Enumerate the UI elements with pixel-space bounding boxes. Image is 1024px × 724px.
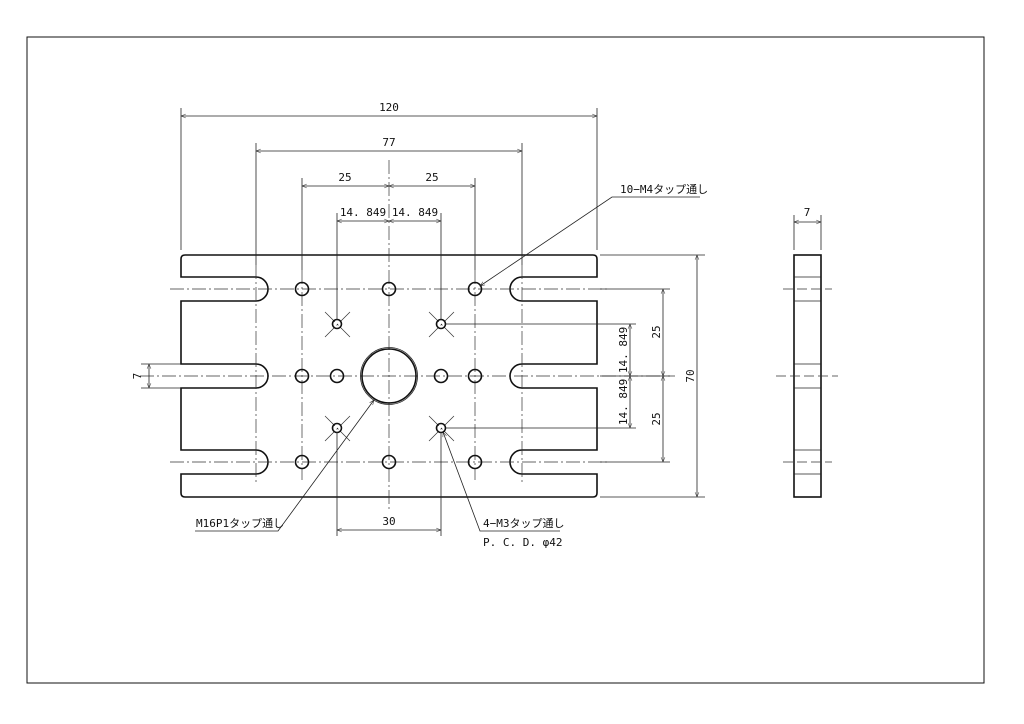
m16-thread-circle xyxy=(360,347,418,405)
dim-120: 120 xyxy=(379,101,399,114)
side-view-center-lines xyxy=(776,288,838,463)
note-m3-tap: 4−M3タップ通し xyxy=(483,517,565,530)
dim-14849-right: 14. 849 xyxy=(392,206,438,219)
bottom-dimension-lines xyxy=(336,432,442,536)
dim-30: 30 xyxy=(382,515,395,528)
dim-14849-lower: 14. 849 xyxy=(617,379,630,425)
side-view xyxy=(776,215,838,498)
right-dimension-lines xyxy=(446,254,705,498)
side-view-lines xyxy=(793,215,822,475)
dim-25-upper: 25 xyxy=(650,325,663,338)
note-m16-tap: M16P1タップ通し xyxy=(196,517,284,530)
dim-25-right: 25 xyxy=(425,171,438,184)
top-dimension-lines xyxy=(180,108,598,320)
dim-slot-7: 7 xyxy=(131,373,144,380)
note-pcd: P. C. D. φ42 xyxy=(483,536,562,549)
dim-25-left: 25 xyxy=(338,171,351,184)
m4-holes xyxy=(294,281,483,470)
m16-hole xyxy=(361,348,417,404)
center-lines xyxy=(140,160,675,510)
dim-14849-left: 14. 849 xyxy=(340,206,386,219)
dim-77: 77 xyxy=(382,136,395,149)
dim-70: 70 xyxy=(684,369,697,382)
side-thickness-7: 7 xyxy=(804,206,811,219)
plate-outline xyxy=(180,254,598,498)
dim-14849-upper: 14. 849 xyxy=(617,327,630,373)
leader-lines xyxy=(195,196,700,532)
drawing-frame xyxy=(26,36,985,684)
left-dimension-lines xyxy=(141,363,181,389)
note-m4-tap: 10−M4タップ通し xyxy=(620,183,708,196)
dim-25-lower: 25 xyxy=(650,412,663,425)
